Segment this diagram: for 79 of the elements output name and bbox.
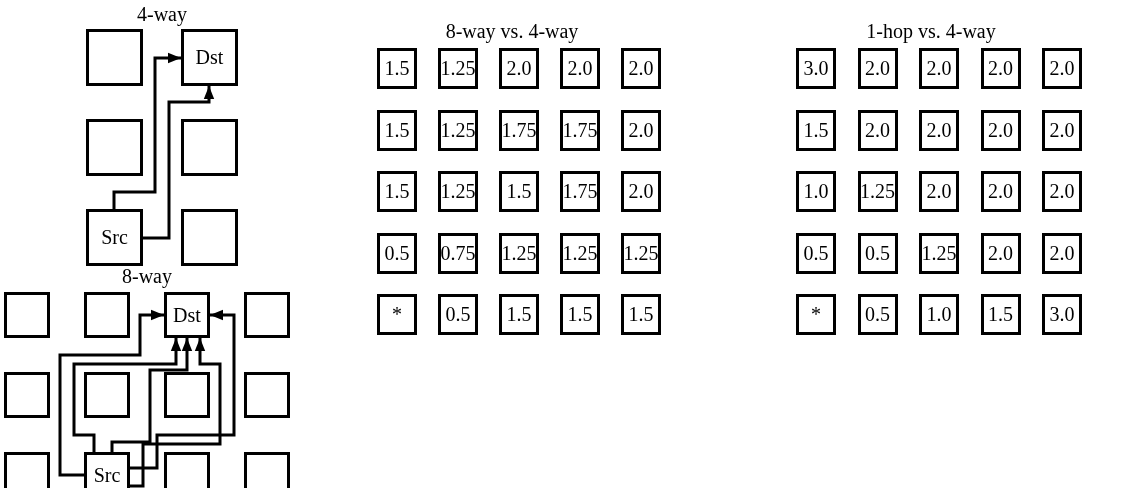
value-cell: 2.0 (1042, 48, 1082, 89)
value-cell: 1.25 (621, 232, 661, 274)
grid-title: 8-way vs. 4-way (445, 20, 579, 43)
router-box (244, 372, 290, 418)
value-cell: 0.5 (857, 294, 898, 335)
router-box (164, 452, 210, 488)
value-cell: * (796, 294, 836, 335)
value-cell: 1.5 (377, 48, 417, 89)
value-cell: 1.25 (857, 171, 898, 212)
router-box: Dst (164, 292, 210, 338)
router-box (244, 292, 290, 338)
value-cell: 1.5 (499, 294, 539, 335)
router-box (86, 119, 143, 176)
value-cell: 1.5 (621, 294, 661, 335)
value-cell: 2.0 (857, 48, 898, 89)
value-cell: 2.0 (621, 109, 661, 151)
value-cell: 2.0 (1042, 171, 1082, 212)
value-cell: 1.75 (560, 171, 600, 212)
router-box (4, 372, 50, 418)
route-arrow (72, 338, 182, 452)
value-cell: 1.5 (796, 109, 836, 151)
value-cell: 0.5 (377, 232, 417, 274)
value-cell: 0.5 (796, 232, 836, 274)
value-cell: 1.0 (919, 294, 959, 335)
value-cell: 2.0 (560, 48, 600, 89)
value-cell: 1.0 (796, 171, 836, 212)
value-cell: 3.0 (1042, 294, 1082, 335)
route-arrow (130, 309, 236, 470)
value-cell: 1.75 (560, 109, 600, 151)
value-cell: 2.0 (621, 171, 661, 212)
router-box (181, 119, 238, 176)
value-cell: 1.5 (980, 294, 1021, 335)
value-cell: * (377, 294, 417, 335)
value-cell: 1.25 (560, 232, 600, 274)
value-cell: 1.5 (499, 171, 539, 212)
router-box (4, 292, 50, 338)
value-cell: 3.0 (796, 48, 836, 89)
value-cell: 2.0 (1042, 109, 1082, 151)
value-cell: 1.25 (919, 232, 959, 274)
value-cell: 2.0 (499, 48, 539, 89)
value-cell: 2.0 (919, 48, 959, 89)
value-cell: 1.25 (438, 48, 478, 89)
value-cell: 1.5 (377, 109, 417, 151)
value-cell: 1.75 (499, 109, 539, 151)
route-arrow (143, 86, 215, 240)
value-cell: 2.0 (980, 109, 1021, 151)
value-cell: 1.5 (377, 171, 417, 212)
router-box (164, 372, 210, 418)
value-cell: 1.25 (499, 232, 539, 274)
route-arrow (112, 52, 181, 209)
route-arrow (130, 338, 222, 488)
value-cell: 2.0 (857, 109, 898, 151)
value-cell: 0.5 (438, 294, 478, 335)
router-box: Src (84, 452, 130, 488)
grid-title: 8-way (122, 265, 172, 288)
router-box (4, 452, 50, 488)
value-cell: 2.0 (1042, 232, 1082, 274)
value-cell: 2.0 (980, 171, 1021, 212)
router-box: Src (86, 209, 143, 266)
router-box (84, 292, 130, 338)
value-cell: 2.0 (919, 109, 959, 151)
router-box (86, 29, 143, 86)
value-cell: 2.0 (980, 48, 1021, 89)
router-box (181, 209, 238, 266)
route-arrow (58, 309, 164, 477)
router-box: Dst (181, 29, 238, 86)
value-cell: 1.25 (438, 171, 478, 212)
value-cell: 1.25 (438, 109, 478, 151)
value-cell: 0.5 (857, 232, 898, 274)
value-cell: 1.5 (560, 294, 600, 335)
value-cell: 2.0 (919, 171, 959, 212)
value-cell: 2.0 (621, 48, 661, 89)
grid-title: 1-hop vs. 4-way (866, 20, 996, 43)
route-arrow (110, 338, 193, 452)
router-box (244, 452, 290, 488)
router-box (84, 372, 130, 418)
value-cell: 0.75 (438, 232, 478, 274)
value-cell: 2.0 (980, 232, 1021, 274)
grid-title: 4-way (137, 3, 187, 26)
